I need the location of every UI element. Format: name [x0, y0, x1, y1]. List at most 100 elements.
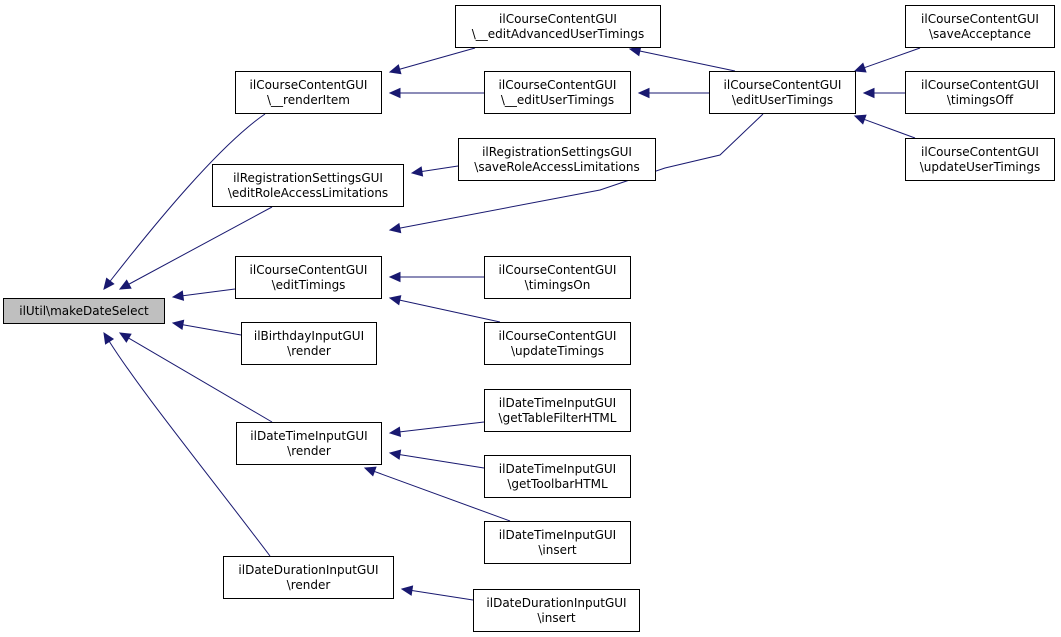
node-course-content-timings-on[interactable]: ilCourseContentGUI \timingsOn — [484, 256, 631, 299]
node-method-label: \getTableFilterHTML — [498, 410, 617, 425]
edge-birthday-render-to-root — [171, 319, 242, 336]
node-course-content-save-acceptance[interactable]: ilCourseContentGUI \saveAcceptance — [905, 5, 1055, 48]
node-course-content-edit-user-timings[interactable]: ilCourseContentGUI \editUserTimings — [709, 71, 856, 114]
arrowhead — [637, 87, 650, 99]
node-birthday-input-render[interactable]: ilBirthdayInputGUI \render — [241, 322, 377, 365]
edge-timings-off-to-edit-user-timings — [862, 87, 905, 99]
edge-line — [399, 454, 485, 469]
node-class-label: ilCourseContentGUI — [921, 11, 1039, 26]
node-label: ilUtil\makeDateSelect — [19, 303, 149, 318]
node-method-label: \__editUserTimings — [500, 92, 615, 107]
edge-line — [421, 165, 459, 172]
node-class-label: ilDateTimeInputGUI — [250, 428, 368, 443]
node-method-label: \insert — [538, 542, 577, 557]
node-method-label: \updateTimings — [510, 343, 605, 358]
edge-duration-insert-to-duration-render — [400, 585, 474, 601]
arrowhead — [862, 87, 875, 99]
edge-edit-user-timings-to-adv-timings — [628, 45, 736, 72]
node-course-content-update-user-timings[interactable]: ilCourseContentGUI \updateUserTimings — [905, 138, 1055, 181]
node-method-label: \editRoleAccessLimitations — [227, 185, 389, 200]
edge-line — [109, 113, 266, 282]
arrowhead — [388, 222, 402, 234]
node-date-duration-input-render[interactable]: ilDateDurationInputGUI \render — [223, 556, 394, 599]
edge-datetime-render-to-root — [118, 332, 273, 423]
edge-line — [864, 47, 921, 69]
edge-user-timings-private-to-render-item — [388, 87, 484, 99]
edge-line — [411, 590, 474, 601]
node-method-label: \__editAdvancedUserTimings — [471, 26, 645, 41]
edge-adv-timings-to-render-item — [388, 47, 476, 75]
node-course-content-timings-off[interactable]: ilCourseContentGUI \timingsOff — [905, 71, 1055, 114]
node-class-label: ilCourseContentGUI — [921, 77, 1039, 92]
node-method-label: \editTimings — [271, 277, 346, 292]
edge-update-timings-to-edit-timings — [388, 295, 501, 323]
node-method-label: \timingsOff — [946, 92, 1014, 107]
arrowhead — [363, 466, 377, 477]
arrowhead — [388, 449, 402, 460]
node-course-content-edit-user-timings-private[interactable]: ilCourseContentGUI \__editUserTimings — [484, 71, 631, 114]
node-class-label: ilDateTimeInputGUI — [498, 395, 617, 410]
node-class-label: ilCourseContentGUI — [723, 77, 842, 92]
edge-line — [128, 337, 273, 423]
edge-save-role-access-to-edit-role-access — [410, 165, 459, 177]
edge-line — [374, 470, 511, 522]
node-method-label: \render — [287, 443, 331, 458]
node-method-label: \getToolbarHTML — [507, 476, 608, 491]
arrowhead — [388, 64, 402, 75]
arrowhead — [171, 290, 185, 301]
edge-edit-role-access-to-root — [118, 206, 273, 290]
node-course-content-update-timings[interactable]: ilCourseContentGUI \updateTimings — [484, 322, 631, 365]
node-class-label: ilCourseContentGUI — [498, 328, 617, 343]
edge-edit-timings-to-root — [171, 288, 236, 301]
node-course-content-render-item[interactable]: ilCourseContentGUI \__renderItem — [235, 71, 382, 114]
arrowhead — [388, 271, 401, 283]
arrowhead — [388, 426, 402, 438]
node-course-content-edit-advanced-user-timings[interactable]: ilCourseContentGUI \__editAdvancedUserTi… — [455, 5, 661, 48]
node-registration-settings-save-role-access[interactable]: ilRegistrationSettingsGUI \saveRoleAcces… — [458, 138, 656, 181]
node-class-label: ilBirthdayInputGUI — [253, 328, 365, 343]
edge-toolbar-to-datetime-render — [388, 449, 485, 469]
node-method-label: \insert — [537, 610, 576, 625]
edge-timings-on-to-edit-timings — [388, 271, 484, 283]
edge-table-filter-to-datetime-render — [388, 421, 485, 438]
edge-line — [182, 324, 242, 336]
edge-line — [864, 118, 916, 139]
node-method-label: \render — [286, 577, 331, 592]
node-date-duration-input-insert[interactable]: ilDateDurationInputGUI \insert — [473, 589, 640, 632]
arrowhead — [853, 114, 867, 125]
node-class-label: ilCourseContentGUI — [249, 262, 368, 277]
node-datetime-input-render[interactable]: ilDateTimeInputGUI \render — [236, 422, 382, 465]
node-class-label: ilDateTimeInputGUI — [498, 461, 617, 476]
node-method-label: \updateUserTimings — [919, 159, 1041, 174]
edge-line — [399, 421, 485, 433]
arrowhead — [400, 585, 414, 596]
node-class-label: ilCourseContentGUI — [921, 144, 1039, 159]
edge-line — [182, 288, 236, 297]
node-class-label: ilCourseContentGUI — [498, 77, 617, 92]
node-registration-settings-edit-role-access[interactable]: ilRegistrationSettingsGUI \editRoleAcces… — [212, 164, 404, 207]
node-class-label: ilDateDurationInputGUI — [238, 562, 379, 577]
node-class-label: ilCourseContentGUI — [249, 77, 368, 92]
arrowhead — [118, 332, 132, 343]
node-datetime-input-insert[interactable]: ilDateTimeInputGUI \insert — [484, 521, 631, 564]
node-class-label: ilRegistrationSettingsGUI — [482, 144, 632, 159]
arrowhead — [103, 277, 115, 290]
arrowhead — [853, 62, 867, 73]
node-datetime-input-get-table-filter-html[interactable]: ilDateTimeInputGUI \getTableFilterHTML — [484, 389, 631, 432]
edge-edit-user-timings-to-user-timings-private — [637, 87, 709, 99]
edge-duration-render-to-root — [103, 331, 271, 557]
node-method-label: \render — [287, 343, 331, 358]
node-method-label: \saveAcceptance — [929, 26, 1031, 41]
node-method-label: \__renderItem — [267, 92, 350, 107]
arrowhead — [410, 166, 424, 177]
node-datetime-input-get-toolbar-html[interactable]: ilDateTimeInputGUI \getToolbarHTML — [484, 455, 631, 498]
arrowhead — [171, 319, 185, 331]
node-root-make-date-select[interactable]: ilUtil\makeDateSelect — [3, 298, 165, 324]
node-class-label: ilDateDurationInputGUI — [486, 595, 627, 610]
edge-line — [639, 50, 736, 72]
node-class-label: ilRegistrationSettingsGUI — [233, 170, 383, 185]
node-course-content-edit-timings[interactable]: ilCourseContentGUI \editTimings — [235, 256, 382, 299]
edge-save-acceptance-to-edit-user-timings — [853, 47, 921, 73]
